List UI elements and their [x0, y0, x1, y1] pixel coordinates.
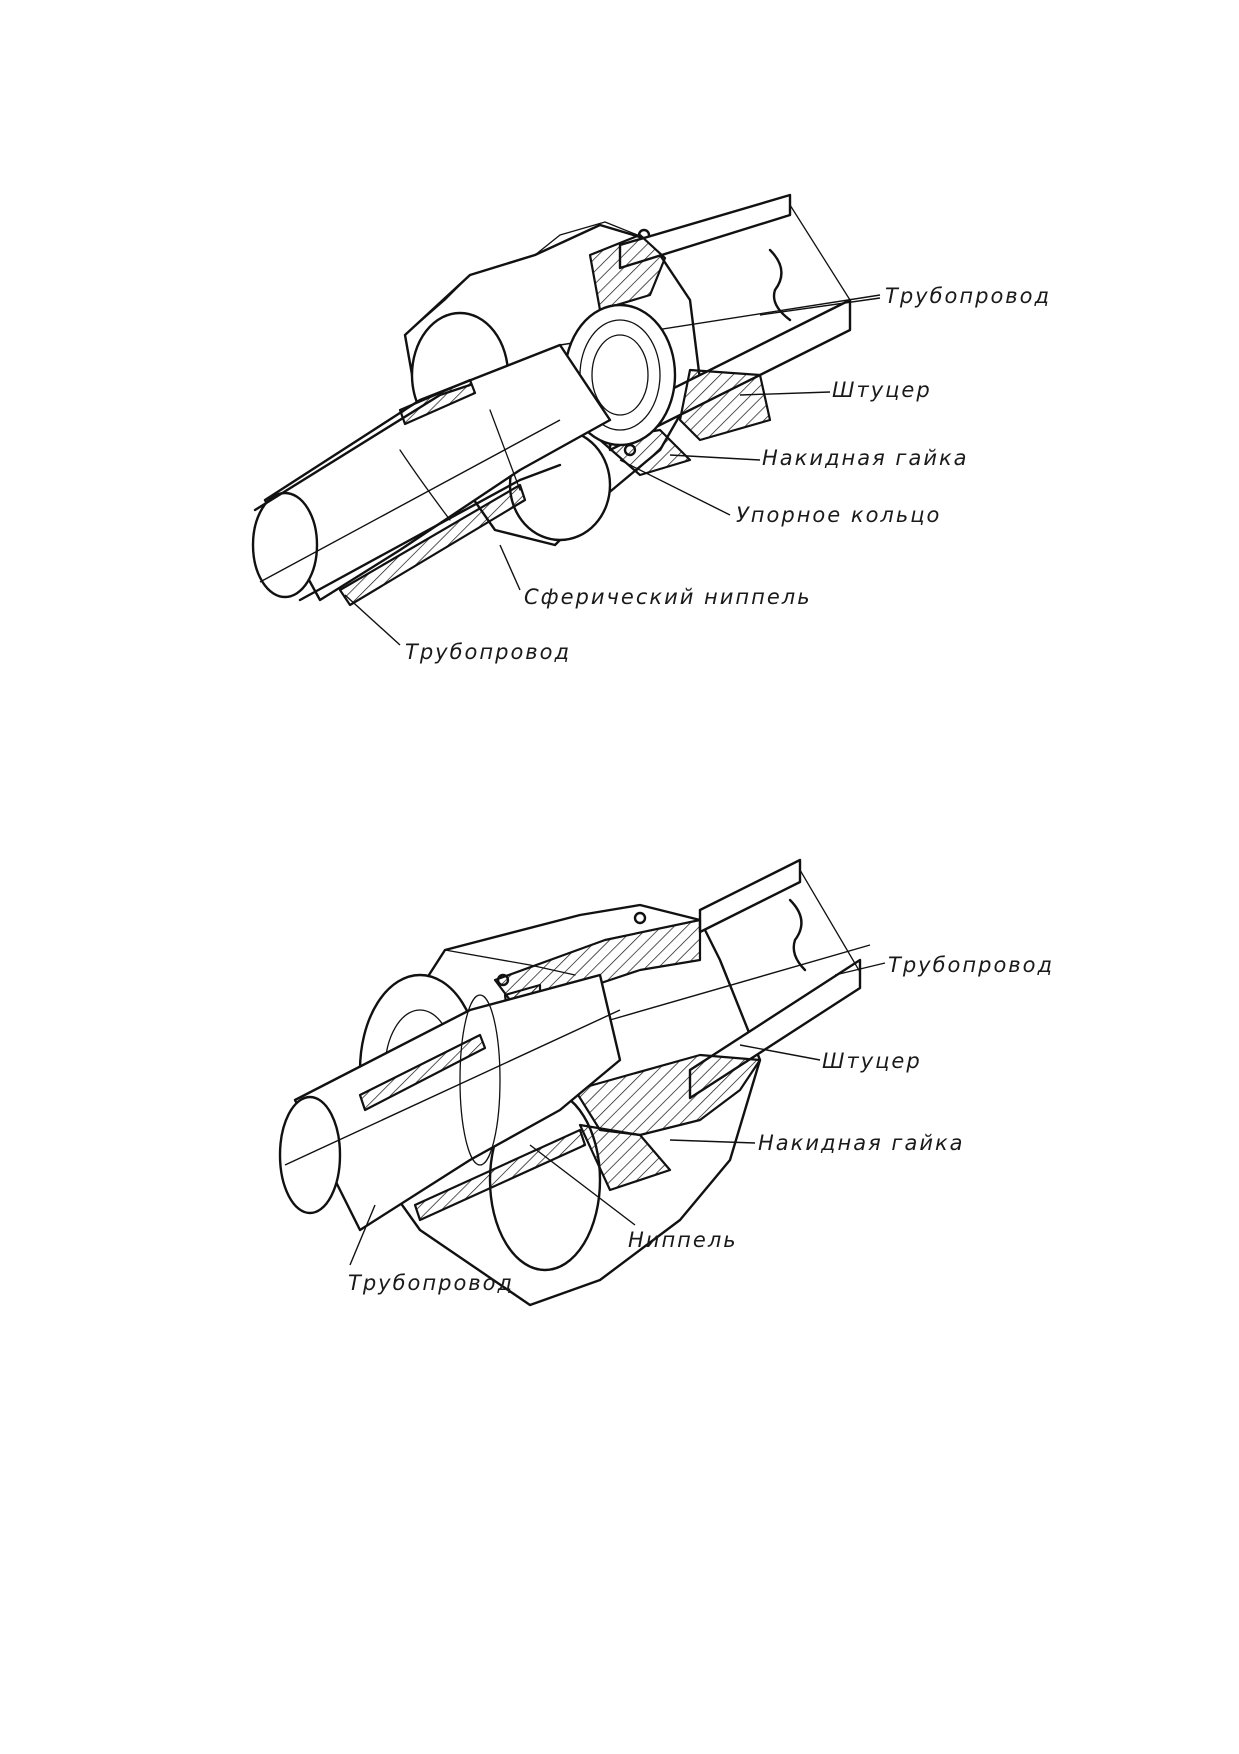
label-pipeline-upper: Трубопровод [888, 953, 1054, 977]
label-thrust-ring: Упорное кольцо [736, 503, 941, 527]
label-pipeline-upper: Трубопровод [885, 284, 1051, 308]
label-pipeline-lower: Трубопровод [405, 640, 571, 664]
pipeline-lower-left [251, 343, 612, 607]
label-spherical-nipple: Сферический ниппель [524, 585, 812, 609]
leader-lines [349, 962, 886, 1266]
pipeline-lower-left [278, 973, 622, 1232]
nipple-joint-diagram: Трубопровод Штуцер Накидная гайка Ниппел… [278, 858, 1054, 1307]
label-fitting: Штуцер [822, 1049, 922, 1073]
label-union-nut: Накидная гайка [762, 446, 969, 470]
leader-lines [344, 297, 881, 646]
label-nipple: Ниппель [628, 1228, 738, 1252]
label-union-nut: Накидная гайка [758, 1131, 965, 1155]
spherical-nipple-joint-diagram: Трубопровод Штуцер Накидная гайка Упорно… [251, 193, 1051, 664]
label-fitting: Штуцер [832, 378, 932, 402]
label-pipeline-lower: Трубопровод [348, 1271, 514, 1295]
